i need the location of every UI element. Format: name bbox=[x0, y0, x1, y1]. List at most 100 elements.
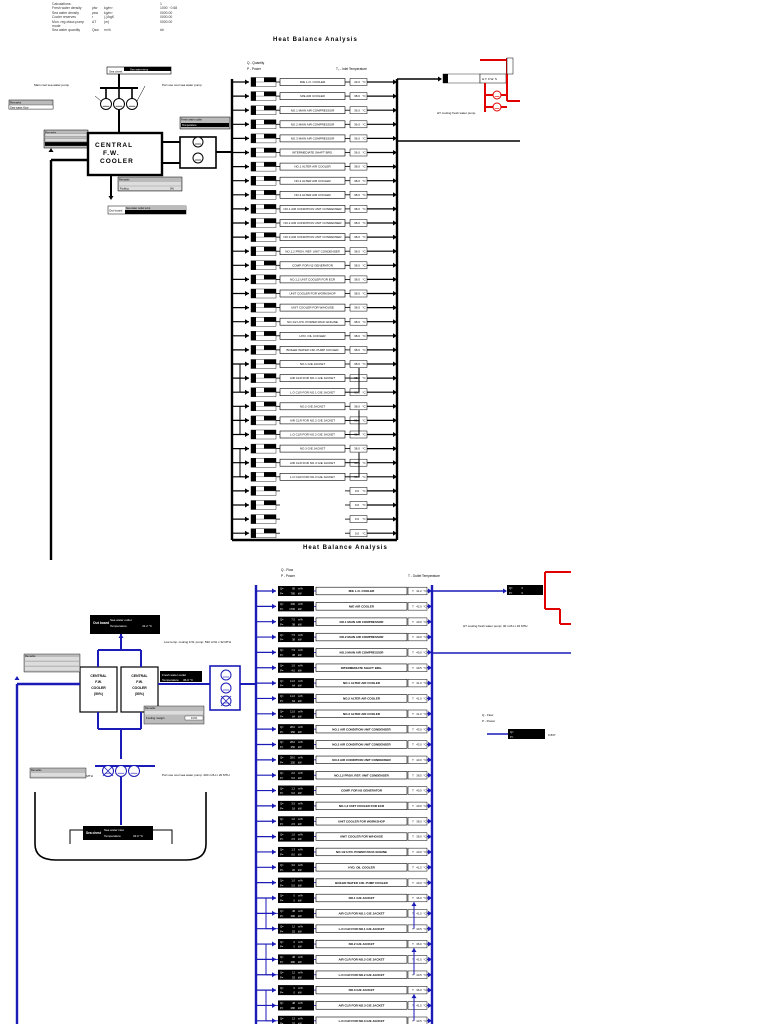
cooler-title-1: CENTRAL bbox=[95, 142, 133, 149]
row2-p-unit: kW bbox=[298, 992, 302, 995]
row-data-label-cell bbox=[251, 204, 256, 214]
equipment-label-7: NO.2 ALTER AIR COOLER bbox=[294, 179, 331, 183]
temp2-t: T bbox=[412, 1004, 414, 1008]
fw-outlet-field bbox=[181, 123, 229, 127]
row-data-label-cell bbox=[251, 345, 256, 355]
main-pump-label: Main cool sea water pump bbox=[34, 83, 69, 87]
temp2-value: 40.0 bbox=[416, 651, 422, 655]
row2-p-unit: kW bbox=[298, 1007, 302, 1010]
equipment2-box bbox=[315, 801, 408, 811]
row2-p-unit: kW bbox=[298, 792, 302, 795]
temp2-unit: °C bbox=[423, 773, 426, 777]
equipment-label-22: L.O CLR FOR NO.1 G/E JACKET bbox=[290, 390, 335, 394]
row-data-label-cell bbox=[251, 260, 256, 270]
row2-p-unit: kW bbox=[298, 746, 302, 749]
row2-q-value: 3.0 bbox=[291, 863, 295, 867]
row2-q-value: 2.0 bbox=[291, 771, 295, 775]
temp2-value: 40.0 bbox=[416, 635, 422, 639]
row2-q-unit: m³/h bbox=[298, 603, 303, 606]
fouling2-val: 0.0% bbox=[191, 716, 198, 720]
row2-inlet-arrow-icon bbox=[272, 987, 276, 993]
row2-q-value: 1.3 bbox=[291, 848, 295, 852]
row-inlet-arrow-icon bbox=[245, 234, 249, 240]
row2-outlet-arrow-icon bbox=[428, 742, 432, 747]
row2-outlet-arrow-icon bbox=[428, 695, 432, 701]
row2-data-box bbox=[278, 678, 314, 689]
temp-unit: °C bbox=[362, 151, 366, 155]
outboard-remarks: Remarks bbox=[119, 178, 130, 182]
row2-p-unit: kW bbox=[298, 639, 302, 642]
row2-q-value: 95 bbox=[292, 587, 295, 591]
row2-data-box bbox=[278, 831, 314, 842]
temp2-unit: °C bbox=[423, 789, 426, 793]
row-outlet-arrow-icon bbox=[393, 164, 397, 170]
row-inlet-arrow-icon bbox=[245, 206, 249, 212]
remarks2-field bbox=[25, 667, 79, 671]
temp-unit: °C bbox=[362, 320, 366, 324]
row-inlet-arrow-icon bbox=[245, 333, 249, 339]
equipment-label-13: COMP. FOR N2 GENERATOR bbox=[292, 263, 334, 267]
legend-t: T₀ - Inlet Temperature bbox=[336, 67, 367, 71]
row2-outlet-arrow-icon bbox=[428, 1018, 432, 1024]
row-outlet-arrow-icon bbox=[393, 347, 397, 353]
row2-inlet-arrow-icon bbox=[272, 680, 276, 686]
pipe-line bbox=[102, 765, 114, 777]
equipment2-label-18: HYD. OIL COOLER bbox=[348, 865, 375, 869]
sea-water-flow-label: Sea water flow bbox=[10, 106, 29, 110]
row2-outlet-arrow-icon bbox=[428, 803, 432, 809]
row2-p-unit: kW bbox=[298, 593, 302, 596]
row-data-label-cell bbox=[251, 401, 256, 411]
row2-q-label: Q= bbox=[280, 648, 284, 652]
row2-outlet-arrow-icon bbox=[428, 1002, 432, 1008]
row-q-value-cell bbox=[264, 359, 276, 364]
row-inlet-arrow-icon bbox=[245, 164, 249, 170]
equipment2-label-8: NO.3 ALTER AIR COOLER bbox=[343, 712, 381, 716]
row2-p-label: P= bbox=[280, 807, 284, 811]
temp2-value: 41.5 bbox=[416, 865, 422, 869]
row2-p-label: P= bbox=[280, 853, 284, 857]
equipment2-label-19: BOILER WATER CIR. PUMP COOLER bbox=[335, 881, 389, 885]
row2-inlet-arrow-icon bbox=[272, 880, 276, 886]
calc-cell: r bbox=[92, 15, 94, 20]
row2-q-unit: m³/h bbox=[298, 1018, 303, 1021]
temp2-t: T bbox=[412, 896, 414, 900]
row-inlet-arrow-icon bbox=[245, 347, 249, 353]
equipment2-label-20: NO.1 G/E JACKET bbox=[349, 896, 375, 900]
temp-unit: °C bbox=[362, 207, 366, 211]
temp2-unit: °C bbox=[423, 651, 426, 655]
equipment-label-28: L.O CLR FOR NO.3 G/E JACKET bbox=[290, 475, 335, 479]
row-inlet-arrow-icon bbox=[245, 150, 249, 155]
sw-pump-icon-2 bbox=[113, 98, 125, 110]
temp-value: 38.0 bbox=[354, 306, 360, 310]
row2-inlet-arrow-icon bbox=[272, 742, 276, 747]
temp-unit: °C bbox=[362, 249, 366, 253]
row-inlet-arrow-icon bbox=[245, 403, 249, 409]
row-inlet-arrow-icon bbox=[245, 502, 249, 508]
equipment2-label-5: INTERMEDIATE SHAFT BRG. bbox=[341, 666, 383, 670]
row2-q-value: 28.0 bbox=[290, 756, 296, 760]
row-data-label-cell bbox=[251, 303, 256, 313]
equipment2-box bbox=[315, 863, 408, 872]
equipment-label-24: AIR CLR FOR NO.2 G/E JACKET bbox=[290, 419, 335, 423]
port-pump-label: Port use cool sea water pump bbox=[162, 83, 202, 87]
row2-p-label: P= bbox=[280, 776, 284, 780]
temp2-t: T bbox=[412, 758, 414, 762]
temp2-unit: °C bbox=[423, 620, 426, 624]
ht-label: H.T. F.W. S bbox=[482, 77, 497, 81]
temp-value: 0.0 bbox=[355, 517, 360, 521]
calc-cell: Qsw bbox=[92, 28, 99, 33]
equipment-label-1: M/E AIR COOLER bbox=[300, 94, 325, 98]
row-q-value-cell bbox=[264, 133, 276, 139]
row2-q-unit: m³/h bbox=[298, 910, 303, 913]
equipment2-box bbox=[315, 740, 408, 749]
row2-p-label: P= bbox=[280, 684, 284, 688]
row2-q-unit: m³/h bbox=[298, 787, 303, 790]
row-q-value-cell bbox=[264, 472, 276, 477]
row-inlet-arrow-icon bbox=[245, 121, 249, 127]
temp-value: 0.0 bbox=[355, 503, 360, 507]
pipe-line bbox=[94, 95, 102, 102]
temp-value: 38.0 bbox=[354, 179, 360, 183]
row2-p-value: 0 bbox=[294, 899, 296, 903]
row2-q-unit: m³/h bbox=[298, 680, 303, 683]
sw-inlet-temp: Temperature bbox=[104, 834, 121, 838]
